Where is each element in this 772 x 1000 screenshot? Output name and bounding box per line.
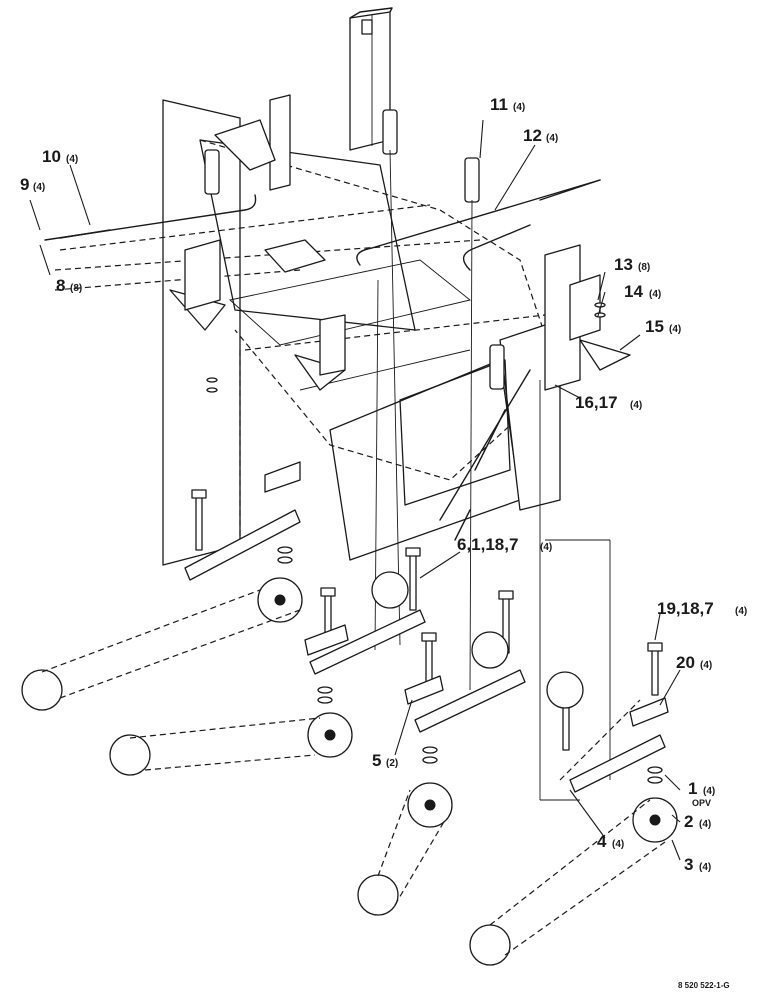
svg-text:9: 9 <box>20 175 29 194</box>
channels <box>264 461 669 727</box>
svg-text:(8): (8) <box>638 262 650 273</box>
svg-text:14: 14 <box>624 282 643 301</box>
figure-id: 8 520 522-1-G <box>678 981 730 990</box>
svg-text:16,17: 16,17 <box>575 393 618 412</box>
svg-text:OPV: OPV <box>692 798 711 808</box>
upper-wing-brackets <box>169 119 631 391</box>
svg-text:3: 3 <box>684 855 693 874</box>
callout-14: 14 (4) <box>624 282 661 301</box>
svg-text:15: 15 <box>645 317 664 336</box>
sprockets <box>21 571 678 966</box>
callout-19-18-7: 19,18,7 (4) <box>657 599 747 618</box>
svg-text:(4): (4) <box>612 839 624 850</box>
bushings <box>204 109 505 390</box>
svg-text:10: 10 <box>42 147 61 166</box>
sprocket <box>307 712 353 758</box>
frame-plates <box>54 94 581 566</box>
chain-lines <box>41 589 666 956</box>
svg-text:20: 20 <box>676 653 695 672</box>
callout-12: 12 (4) <box>523 126 558 145</box>
svg-text:(8): (8) <box>70 283 82 294</box>
svg-text:(4): (4) <box>699 819 711 830</box>
callout-11: 11 (4) <box>490 95 525 114</box>
callout-5: 5 (2) <box>372 751 398 770</box>
callout-leaders <box>29 119 681 861</box>
svg-text:(4): (4) <box>703 786 715 797</box>
svg-text:11: 11 <box>490 95 508 114</box>
svg-text:(4): (4) <box>630 400 642 411</box>
sprocket-idler <box>21 571 584 966</box>
svg-text:(4): (4) <box>66 154 78 165</box>
svg-text:19,18,7: 19,18,7 <box>657 599 714 618</box>
svg-text:(4): (4) <box>33 182 45 193</box>
svg-text:5: 5 <box>372 751 381 770</box>
callout-4: 4 (4) <box>597 832 624 851</box>
svg-text:(4): (4) <box>649 289 661 300</box>
callout-9: 9 (4) <box>20 175 45 194</box>
callout-10: 10 (4) <box>42 147 78 166</box>
svg-text:4: 4 <box>597 832 607 851</box>
callout-2: 2 (4) <box>684 812 711 831</box>
sprocket <box>407 782 453 828</box>
svg-text:13: 13 <box>614 255 633 274</box>
bolts <box>191 489 663 751</box>
callout-8: 8 (8) <box>56 276 82 295</box>
svg-text:(4): (4) <box>735 606 747 617</box>
spring-rods <box>44 179 601 541</box>
callout-15: 15 (4) <box>645 317 681 336</box>
svg-text:2: 2 <box>684 812 693 831</box>
svg-text:(2): (2) <box>386 758 398 769</box>
svg-text:1: 1 <box>688 779 697 798</box>
svg-text:(4): (4) <box>546 133 558 144</box>
sprocket <box>632 797 678 843</box>
callout-16-17: 16,17 (4) <box>575 393 642 412</box>
svg-text:12: 12 <box>523 126 542 145</box>
callout-6-1-18-7: 6,1,18,7 (4) <box>457 535 552 554</box>
flat-bars <box>184 509 666 793</box>
callout-20: 20 (4) <box>676 653 712 672</box>
callout-1: 1 (4) OPV <box>688 779 715 808</box>
svg-text:(4): (4) <box>513 102 525 113</box>
callout-13: 13 (8) <box>614 255 650 274</box>
svg-text:(4): (4) <box>669 324 681 335</box>
svg-text:6,1,18,7: 6,1,18,7 <box>457 535 518 554</box>
svg-text:(4): (4) <box>540 542 552 553</box>
callout-3: 3 (4) <box>684 855 711 874</box>
svg-text:(4): (4) <box>700 660 712 671</box>
washers <box>206 302 663 784</box>
sprocket <box>257 577 303 623</box>
svg-text:(4): (4) <box>699 862 711 873</box>
svg-text:8: 8 <box>56 276 65 295</box>
